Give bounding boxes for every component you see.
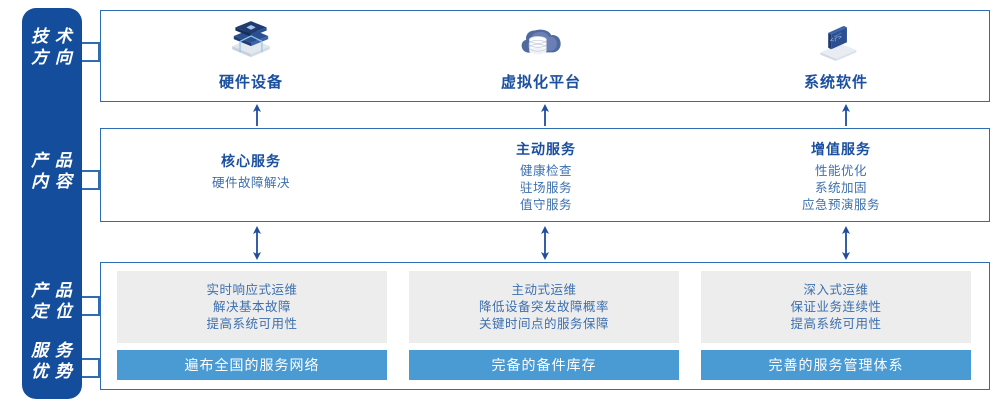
connector-tech-bottom [82,60,100,62]
position-line: 实时响应式运维 [206,282,298,297]
position-column-proactive[interactable]: 主动式运维 降低设备突发故障概率 关键时间点的服务保障 完备的备件库存 [409,271,679,380]
advantage-bar-spare-parts[interactable]: 完备的备件库存 [409,350,679,380]
rail-label-product-content: 产 品 内 容 [22,150,82,192]
rail-label-line1: 技 术 [31,27,73,46]
product-line: 值守服务 [519,198,572,212]
position-line: 主动式运维 [511,282,577,297]
position-column-realtime[interactable]: 实时响应式运维 解决基本故障 提高系统可用性 遍布全国的服务网络 [117,271,387,380]
position-line: 降低设备突发故障概率 [478,299,609,314]
arrow-up-down-icon-proactive [539,226,551,265]
tech-title-hardware: 硬件设备 [218,74,283,91]
product-line: 系统加固 [814,181,867,195]
laptop-code-icon: </> [726,17,946,69]
product-title-core: 核心服务 [221,153,281,169]
position-line: 关键时间点的服务保障 [478,316,609,331]
tech-column-hardware[interactable]: 硬件设备 [141,17,361,92]
rail-label-line1: 服 务 [31,341,73,360]
product-line: 健康检查 [519,164,572,178]
product-line: 应急预演服务 [801,198,880,212]
product-position-panel: 实时响应式运维 解决基本故障 提高系统可用性 遍布全国的服务网络 主动式运维 降… [100,262,990,390]
product-column-proactive[interactable]: 主动服务 健康检查 驻场服务 值守服务 [426,139,666,214]
product-column-core[interactable]: 核心服务 硬件故障解决 [131,151,371,192]
connector-tech-top [82,42,100,44]
arrow-up-icon-virtualization [539,104,551,131]
product-title-proactive: 主动服务 [516,141,576,157]
position-line: 解决基本故障 [212,299,291,314]
product-title-value-added: 增值服务 [811,141,871,157]
connector-product-bridge [98,170,100,189]
position-line: 提高系统可用性 [790,316,882,331]
rail-label-line2: 方 向 [31,48,73,67]
arrow-up-down-icon-value-added [840,226,852,265]
arrow-up-down-icon-core [251,226,263,265]
arrow-up-icon-system-software [840,104,852,131]
rail-label-line2: 优 势 [31,362,73,381]
position-line: 深入式运维 [803,282,869,297]
category-rail [22,8,82,399]
product-line: 硬件故障解决 [211,176,290,190]
server-stack-icon [141,17,361,69]
rail-label-line2: 内 容 [31,172,73,191]
connector-product-bottom [82,188,100,190]
rail-label-line1: 产 品 [31,281,73,300]
connector-position-bottom [82,314,100,316]
rail-label-product-position: 产 品 定 位 [22,280,82,322]
position-box-proactive: 主动式运维 降低设备突发故障概率 关键时间点的服务保障 [409,271,679,343]
tech-column-virtualization[interactable]: 虚拟化平台 [431,17,651,92]
connector-advantage-bridge [98,358,100,377]
tech-column-system-software[interactable]: </> 系统软件 [726,17,946,92]
rail-label-line1: 产 品 [31,151,73,170]
tech-title-virtualization: 虚拟化平台 [500,74,581,91]
rail-label-tech-direction: 技 术 方 向 [22,26,82,68]
connector-tech-bridge [98,42,100,61]
product-line: 驻场服务 [519,181,572,195]
position-box-realtime: 实时响应式运维 解决基本故障 提高系统可用性 [117,271,387,343]
position-line: 保证业务连续性 [790,299,882,314]
connector-advantage-bottom [82,376,100,378]
arrow-up-icon-hardware [251,104,263,131]
position-box-deep: 深入式运维 保证业务连续性 提高系统可用性 [701,271,971,343]
connector-position-top [82,296,100,298]
product-column-value-added[interactable]: 增值服务 性能优化 系统加固 应急预演服务 [721,139,961,214]
tech-title-system-software: 系统软件 [803,74,868,91]
tech-direction-panel: 硬件设备 虚拟化平台 [100,10,990,102]
position-line: 提高系统可用性 [206,316,298,331]
advantage-bar-management-system[interactable]: 完善的服务管理体系 [701,350,971,380]
position-column-deep[interactable]: 深入式运维 保证业务连续性 提高系统可用性 完善的服务管理体系 [701,271,971,380]
cloud-database-icon [431,17,651,69]
product-line: 性能优化 [814,164,867,178]
connector-position-bridge [98,296,100,315]
connector-product-top [82,170,100,172]
rail-label-line2: 定 位 [31,302,73,321]
connector-advantage-top [82,358,100,360]
rail-label-service-advantage: 服 务 优 势 [22,340,82,382]
product-content-panel: 核心服务 硬件故障解决 主动服务 健康检查 驻场服务 值守服务 增值服务 性能优… [100,128,990,222]
advantage-bar-service-network[interactable]: 遍布全国的服务网络 [117,350,387,380]
